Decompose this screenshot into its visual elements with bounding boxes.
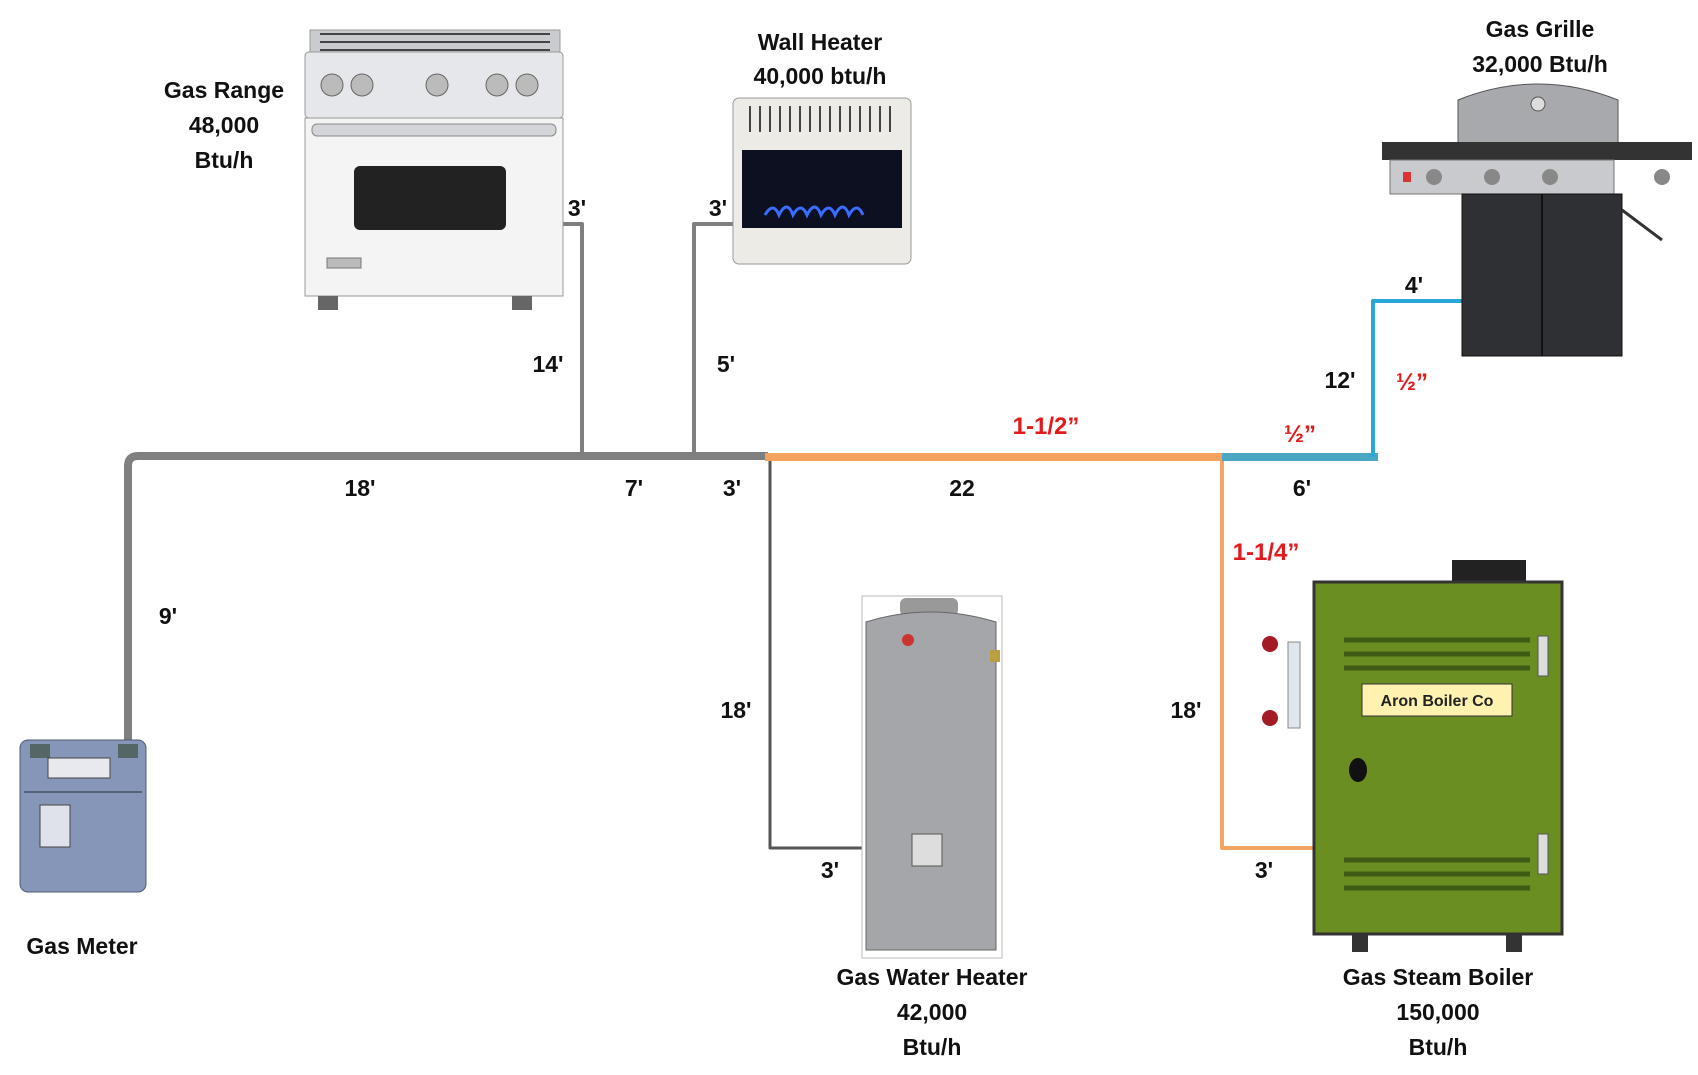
gas-range-name: Gas Range (164, 77, 284, 103)
length-boiler-riser: 18' (1170, 697, 1201, 723)
gas-meter-icon (19, 739, 147, 893)
water-heater-rating: 42,000 (897, 999, 967, 1025)
boiler-plate-text: Aron Boiler Co (1381, 693, 1494, 710)
length-heater-drop: 3' (709, 195, 727, 221)
steam-boiler-icon (1262, 560, 1564, 952)
pipe-wall-heater-branch (692, 222, 738, 456)
length-grille-drop: 4' (1405, 272, 1423, 298)
pipe-range-branch (563, 222, 584, 456)
water-heater-icon (861, 595, 1003, 959)
pipe-network (124, 222, 1462, 850)
gas-meter-name: Gas Meter (26, 933, 137, 959)
length-grille-riser: 12' (1324, 367, 1355, 393)
length-wh-riser: 18' (720, 697, 751, 723)
length-range-drop: 3' (568, 195, 586, 221)
length-main-22: 22 (949, 475, 975, 501)
water-heater-name: Gas Water Heater (837, 964, 1028, 990)
pipe-boiler-branch (1220, 457, 1318, 850)
gas-range-unit: Btu/h (195, 147, 254, 173)
size-grille-branch: ½” (1396, 369, 1428, 396)
gas-grille-icon (1382, 83, 1692, 357)
length-meter-riser: 9' (159, 603, 177, 629)
length-wh-drop: 3' (821, 857, 839, 883)
steam-boiler-name: Gas Steam Boiler (1343, 964, 1534, 990)
water-heater-unit: Btu/h (903, 1034, 962, 1060)
wall-heater-icon (732, 97, 912, 265)
pipe-meter-main (124, 452, 768, 740)
wall-heater-name: Wall Heater (758, 29, 882, 55)
length-main-7: 7' (625, 475, 643, 501)
gas-range-rating: 48,000 (189, 112, 259, 138)
length-main-6: 6' (1293, 475, 1311, 501)
gas-range-icon (304, 29, 564, 310)
gas-grille-name: Gas Grille (1486, 16, 1595, 42)
size-orange-main: 1-1/2” (1013, 413, 1080, 440)
wall-heater-rating: 40,000 btu/h (754, 63, 887, 89)
gas-grille-rating: 32,000 Btu/h (1472, 51, 1608, 77)
length-heater-riser: 5' (717, 351, 735, 377)
size-teal-main: ½” (1284, 421, 1316, 448)
steam-boiler-unit: Btu/h (1409, 1034, 1468, 1060)
length-main-18: 18' (344, 475, 375, 501)
pipe-grille-branch (1371, 299, 1462, 457)
length-main-3: 3' (723, 475, 741, 501)
length-boiler-drop: 3' (1255, 857, 1273, 883)
steam-boiler-rating: 150,000 (1396, 999, 1479, 1025)
size-boiler-branch: 1-1/4” (1233, 539, 1300, 566)
length-range-riser: 14' (532, 351, 563, 377)
